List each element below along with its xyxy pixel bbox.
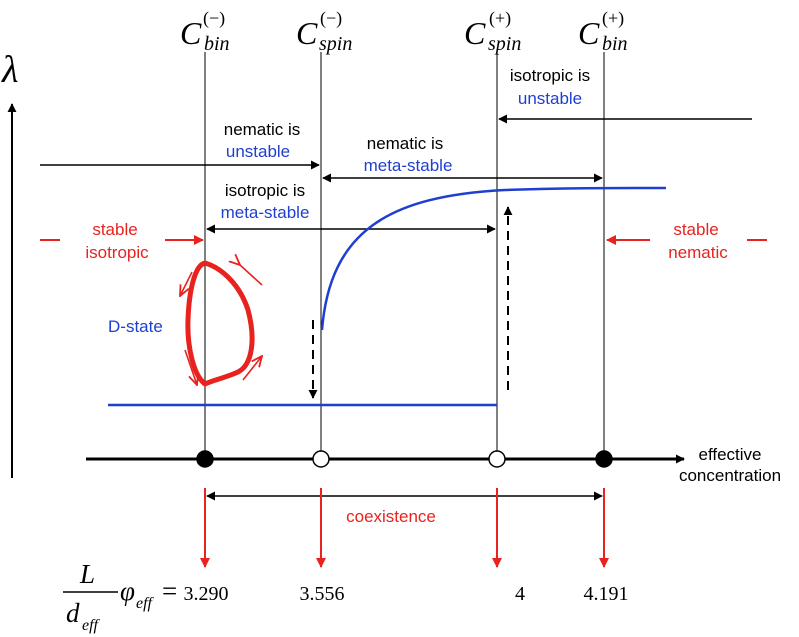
point-spin-plus: [488, 450, 506, 468]
label-stable-nematic-2: nematic: [668, 243, 728, 262]
formula-phi-sub: eff: [136, 595, 155, 612]
value-bin-plus: 4.191: [584, 583, 629, 605]
label-nematic-metastable-2: meta-stable: [364, 156, 453, 175]
header-sub: spin: [488, 33, 521, 55]
header-sup: (−): [203, 8, 225, 29]
label-d-state: D-state: [108, 317, 163, 336]
label-isotropic-unstable-2: unstable: [518, 89, 582, 108]
header-c-spin-plus: C (+) spin: [464, 8, 521, 55]
point-bin-minus: [196, 450, 214, 468]
label-nematic-metastable-1: nematic is: [367, 134, 444, 153]
d-state-loop: [185, 260, 255, 387]
formula-numerator: L: [79, 559, 95, 589]
formula: L d eff φ eff =: [63, 559, 177, 634]
point-bin-plus: [595, 450, 613, 468]
nematic-branch-curve: [320, 186, 667, 331]
d-state-arrow-top-left: [180, 271, 193, 296]
header-base: C: [578, 15, 600, 51]
x-axis-label-2: concentration: [679, 466, 781, 485]
d-state-arrow-bottom-right: [242, 356, 262, 381]
label-stable-isotropic-2: isotropic: [85, 243, 149, 262]
header-sup: (+): [489, 8, 511, 29]
header-sup: (−): [320, 8, 342, 29]
formula-denominator-sub: eff: [82, 617, 101, 634]
formula-equals: =: [162, 576, 177, 606]
header-sub: bin: [602, 33, 628, 55]
label-nematic-unstable-1: nematic is: [224, 120, 301, 139]
header-sub: spin: [319, 33, 352, 55]
x-axis-label-1: effective: [698, 445, 761, 464]
header-sub: bin: [204, 33, 230, 55]
formula-phi: φ: [120, 576, 135, 606]
label-coexistence: coexistence: [346, 507, 436, 526]
formula-denominator: d: [66, 598, 80, 628]
label-stable-isotropic-1: stable: [92, 220, 137, 239]
d-state-arrow-bottom-left: [184, 349, 197, 385]
value-spin-minus: 3.556: [300, 583, 345, 605]
label-isotropic-metastable-2: meta-stable: [221, 203, 310, 222]
value-bin-minus: 3.290: [184, 583, 229, 605]
y-axis-symbol: λ: [1, 49, 18, 91]
value-spin-plus: 4: [515, 583, 525, 605]
header-base: C: [464, 15, 486, 51]
label-stable-nematic-1: stable: [673, 220, 718, 239]
header-c-bin-plus: C (+) bin: [578, 8, 628, 55]
point-spin-minus: [312, 450, 330, 468]
header-sup: (+): [602, 8, 624, 29]
label-isotropic-metastable-1: isotropic is: [225, 181, 305, 200]
label-isotropic-unstable-1: isotropic is: [510, 66, 590, 85]
header-c-spin-minus: C (−) spin: [296, 8, 352, 55]
d-state-arrow-top-right: [240, 265, 263, 286]
label-nematic-unstable-2: unstable: [226, 142, 290, 161]
header-base: C: [180, 15, 202, 51]
header-c-bin-minus: C (−) bin: [180, 8, 230, 55]
header-base: C: [296, 15, 318, 51]
